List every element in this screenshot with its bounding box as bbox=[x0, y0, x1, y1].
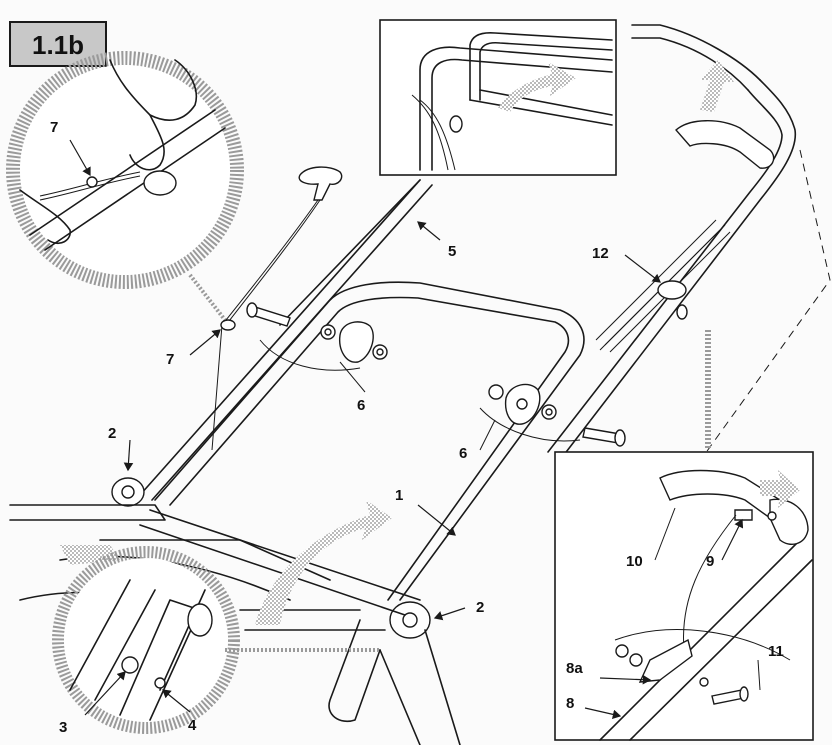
callout-12: 12 bbox=[592, 245, 609, 262]
handle-top-detail-box bbox=[379, 19, 617, 176]
callout-labels: 7 7 2 5 6 6 12 1 2 3 4 10 9 11 8a 8 bbox=[50, 119, 784, 736]
figure-tag-label: 1.1b bbox=[32, 30, 84, 60]
lever-detail-box bbox=[554, 451, 814, 741]
callout-2-right: 2 bbox=[476, 599, 484, 616]
callout-10: 10 bbox=[626, 553, 643, 570]
handle-assembly bbox=[139, 24, 831, 601]
callout-9: 9 bbox=[706, 553, 714, 570]
bolt-right bbox=[582, 427, 626, 447]
callout-8: 8 bbox=[566, 695, 574, 712]
callout-7-main: 7 bbox=[166, 351, 174, 368]
callout-8a: 8a bbox=[566, 660, 583, 677]
callout-1: 1 bbox=[395, 487, 403, 504]
leader-lines bbox=[69, 139, 761, 720]
start-cord-t-handle bbox=[211, 166, 343, 451]
callout-4: 4 bbox=[188, 717, 197, 734]
cable-clip-detail-circle bbox=[6, 51, 244, 322]
pivot-detail-circle bbox=[52, 546, 380, 734]
callout-5: 5 bbox=[448, 243, 456, 260]
bolt-lever bbox=[711, 686, 749, 705]
figure-tag: 1.1b bbox=[9, 21, 107, 67]
callout-11: 11 bbox=[768, 643, 784, 660]
callout-3: 3 bbox=[59, 719, 67, 736]
fasteners bbox=[111, 302, 626, 639]
bolt-upper-left bbox=[246, 302, 291, 327]
callout-6-left: 6 bbox=[357, 397, 365, 414]
callout-7-detail: 7 bbox=[50, 119, 58, 136]
callout-6-right: 6 bbox=[459, 445, 467, 462]
callout-2-left: 2 bbox=[108, 425, 116, 442]
